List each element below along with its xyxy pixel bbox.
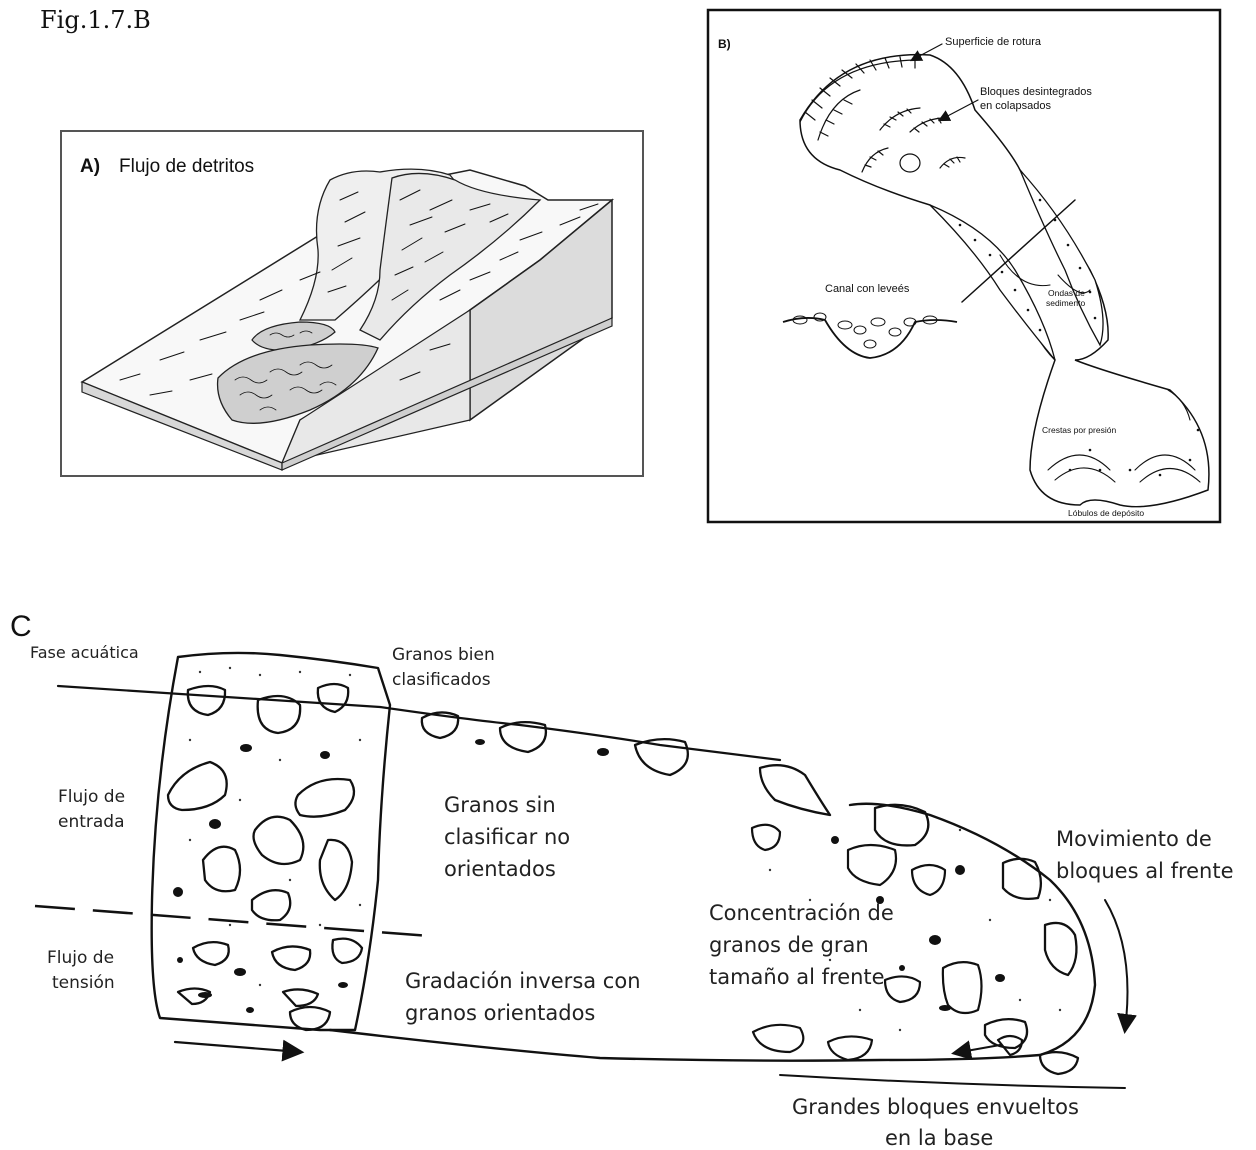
label-tension-line2: tensión — [52, 973, 115, 993]
label-rupture-surface: Superficie de rotura — [945, 36, 1042, 48]
label-block-movement-line2: bloques al frente — [1056, 859, 1234, 883]
label-unsorted-line3: orientados — [444, 857, 556, 881]
label-tension-line1: Flujo de — [47, 948, 114, 968]
panel-b-letter: B) — [718, 37, 731, 51]
label-deposit-lobes: Lóbulos de depósito — [1068, 508, 1144, 518]
label-inverse-grading-line1: Gradación inversa con — [405, 969, 641, 993]
label-inflow-line1: Flujo de — [58, 787, 125, 807]
panel-a-title: Flujo de detritos — [119, 156, 254, 177]
label-concentration-line3: tamaño al frente — [709, 965, 885, 989]
label-base-blocks-line2: en la base — [885, 1126, 993, 1150]
label-well-sorted-line1: Granos bien — [392, 645, 495, 665]
label-inflow-line2: entrada — [58, 812, 125, 832]
panel-c-letter: C — [10, 610, 32, 643]
label-channel-levees: Canal con leveés — [825, 283, 910, 295]
label-unsorted-line1: Granos sin — [444, 793, 556, 817]
panel-c: C — [10, 610, 1234, 1150]
label-concentration-line2: granos de gran — [709, 933, 869, 957]
label-pressure-ridges: Crestas por presión — [1042, 425, 1116, 435]
label-waves-line2: sedimento — [1046, 298, 1085, 308]
label-unsorted-line2: clasificar no — [444, 825, 570, 849]
label-waves-line1: Ondas de — [1048, 288, 1085, 298]
panel-a-letter: A) — [80, 156, 100, 177]
label-base-blocks-line1: Grandes bloques envueltos — [792, 1095, 1079, 1119]
label-blocks-line1: Bloques desintegrados — [980, 86, 1092, 98]
label-well-sorted-line2: clasificados — [392, 670, 491, 690]
panel-b: B) — [708, 10, 1220, 522]
label-inverse-grading-line2: granos orientados — [405, 1001, 595, 1025]
panel-a: A) Flujo de detritos — [61, 131, 643, 476]
label-block-movement-line1: Movimiento de — [1056, 827, 1212, 851]
label-aquatic-phase: Fase acuática — [30, 643, 139, 662]
label-blocks-line2: en colapsados — [980, 100, 1051, 112]
label-concentration-line1: Concentración de — [709, 901, 894, 925]
